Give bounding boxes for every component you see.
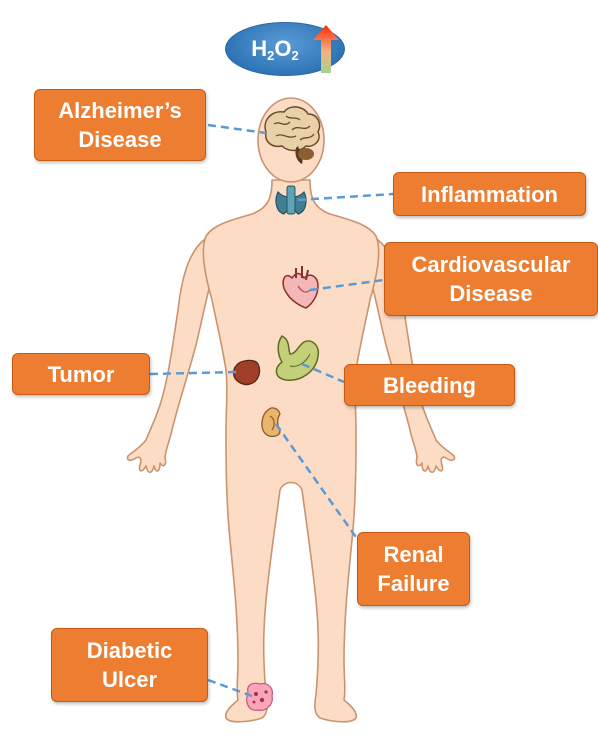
label-alzheimers-disease: Alzheimer’s Disease [34, 89, 206, 161]
label-tumor: Tumor [12, 353, 150, 395]
label-diabetic-ulcer: Diabetic Ulcer [51, 628, 208, 702]
connector-tumor [150, 372, 238, 374]
label-bleeding: Bleeding [344, 364, 515, 406]
h2o2-badge: H2O2 [225, 22, 345, 76]
liver-icon [234, 360, 260, 384]
h2o2-label: H2O2 [240, 35, 310, 70]
connector-alzheimers [208, 125, 266, 133]
label-inflammation: Inflammation [393, 172, 586, 216]
arrow-up-icon [312, 24, 340, 74]
label-renal-failure: Renal Failure [357, 532, 470, 606]
label-cardiovascular-disease: Cardiovascular Disease [384, 242, 598, 316]
